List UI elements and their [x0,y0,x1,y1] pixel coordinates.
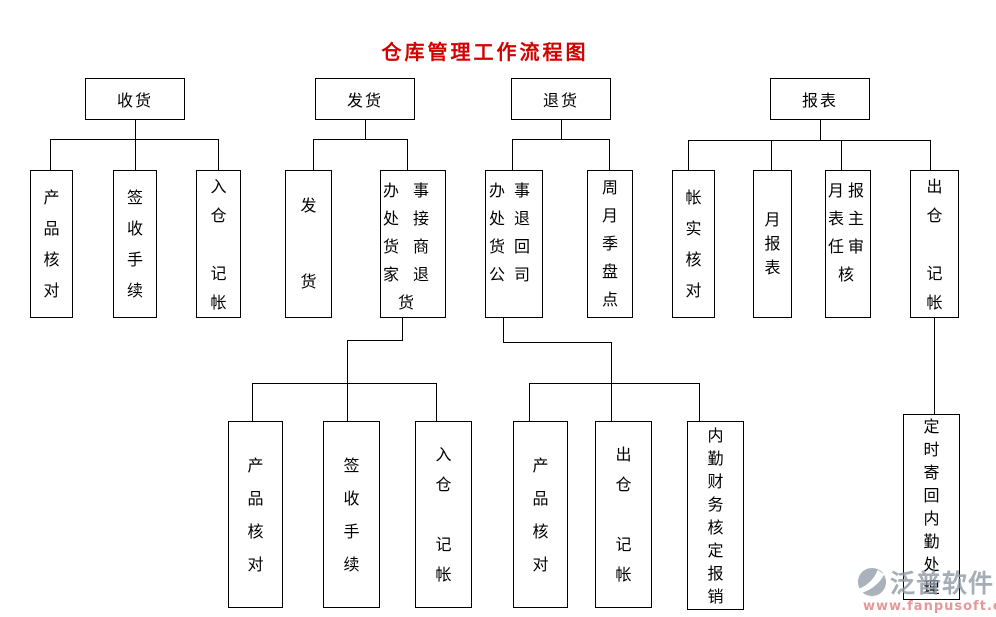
connector-line [407,139,408,170]
connector-line [436,383,437,421]
connector-line [611,342,612,421]
connector-line [820,120,821,140]
node-office-receives-merchant-returns: 办事 处接 货商 家退 货 [380,170,446,318]
connector-line [688,140,689,170]
node-product-check-receiving: 产 品 核 对 [30,170,73,318]
connector-line [841,140,842,170]
page-title: 仓库管理工作流程图 [381,40,589,64]
connector-line [561,120,562,139]
node-warehouse-in-bookkeeping-receiving: 入 仓 记 帐 [196,170,241,318]
connector-line [252,383,253,421]
connector-line [512,139,513,170]
node-product-check-shipping: 产 品 核 对 [228,421,283,608]
watermark-brand-text: 泛普软件 [890,569,995,598]
node-reports: 报表 [770,78,870,120]
connector-line [347,340,348,421]
connector-line [402,318,403,340]
node-periodic-stocktake: 周 月 季 盘 点 [587,170,633,318]
node-backoffice-finance-reimbursement: 内 勤 财 务 核 定 报 销 [687,421,744,610]
node-product-check-returns: 产 品 核 对 [513,421,568,608]
connector-line [529,383,700,384]
connector-line [365,120,366,139]
connector-line [135,120,136,139]
connector-line [503,318,504,342]
connector-line [503,342,612,343]
node-signoff-procedure-receiving: 签 收 手 续 [113,170,157,318]
connector-line [313,139,314,170]
connector-line [135,139,136,170]
connector-line [771,140,772,170]
watermark-url-text: www.fanpusoft.com [863,599,996,614]
node-office-returns-to-company: 办事 处退 货回 公司 [485,170,543,318]
node-receiving: 收货 [85,78,185,120]
node-warehouse-out-bookkeeping-returns: 出 仓 记 帐 [595,421,652,608]
watermark: 泛普软件 www.fanpusoft.com [845,564,996,614]
connector-line [218,139,219,170]
node-book-vs-actual-check: 帐 实 核 对 [672,170,715,318]
connector-line [50,139,219,140]
connector-line [609,139,610,170]
connector-line [934,318,935,414]
connector-line [50,139,51,170]
connector-line [699,383,700,421]
node-scheduled-mail-to-backoffice: 定 时 寄 回 内 勤 处 理 [903,414,960,600]
connector-line [313,139,408,140]
node-ship-goods: 发 货 [285,170,332,318]
connector-line [347,340,403,341]
connector-line [930,140,931,170]
connector-line [512,139,610,140]
connector-line [688,140,931,141]
fanpu-logo-icon [857,567,887,597]
node-warehouse-in-bookkeeping-shipping: 入 仓 记 帐 [415,421,472,608]
node-returns: 退货 [511,78,611,120]
node-monthly-report-director-review: 月报 表主 任审 核 [825,170,871,318]
node-monthly-report: 月 报 表 [753,170,792,318]
connector-line [252,383,437,384]
node-signoff-procedure-shipping: 签 收 手 续 [323,421,380,608]
node-shipping: 发货 [315,78,415,120]
node-warehouse-out-bookkeeping-reports: 出 仓 记 帐 [910,170,959,318]
connector-line [529,383,530,421]
